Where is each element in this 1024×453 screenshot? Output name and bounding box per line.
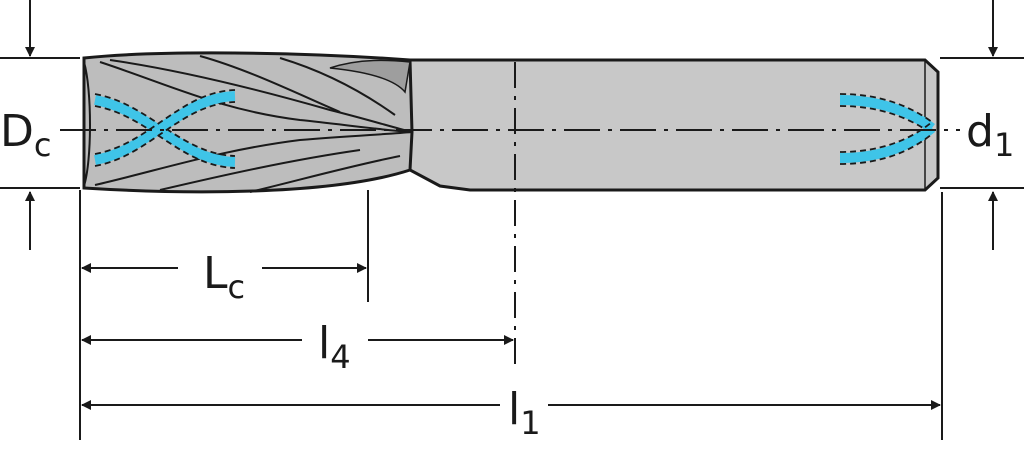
lc-label: Lc xyxy=(203,248,245,306)
l1-label: l1 xyxy=(508,384,541,442)
extension-lines xyxy=(0,57,1024,440)
l4-label: l4 xyxy=(318,318,351,376)
tool-shank xyxy=(408,58,940,192)
tool-flutes xyxy=(82,51,414,194)
dc-label: Dc xyxy=(0,106,51,164)
d1-label: d1 xyxy=(966,106,1014,164)
coolant-channels xyxy=(93,89,936,169)
